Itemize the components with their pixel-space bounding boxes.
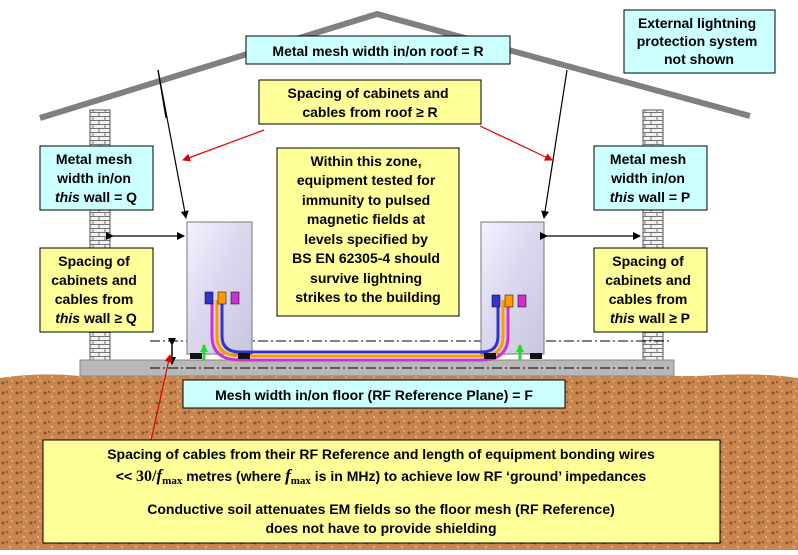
left-wall-spacing-box: [39, 247, 154, 333]
roof-spacing-label: Spacing of cabinets and cables from roof…: [288, 85, 453, 120]
spacing-arrows: [106, 69, 641, 240]
cabinet-feet: [190, 353, 542, 359]
right-cabinet: [480, 221, 545, 355]
roof-mesh-label: Metal mesh width in/on roof = R: [272, 43, 483, 59]
floor-mesh-box: [182, 379, 566, 409]
bottom-note-line1: Spacing of cables from their RF Referenc…: [107, 446, 655, 462]
bottom-note-box: [42, 439, 721, 544]
left-wall-mesh-label: Metal mesh width in/on this wall = Q: [55, 151, 137, 205]
right-wall-mesh-box: [593, 145, 708, 211]
external-lps-box: [623, 9, 776, 74]
left-connectors: [204, 291, 240, 305]
floor-mesh-label: Mesh width in/on floor (RF Reference Pla…: [215, 387, 533, 403]
bottom-note-line3: Conductive soil attenuates EM fields so …: [147, 501, 615, 517]
zone-box: [276, 147, 460, 317]
bottom-note-line2: << 30/fmax metres (where fmax is in MHz)…: [116, 466, 647, 487]
cable-bundle: [210, 300, 510, 362]
roof: [39, 10, 751, 121]
bottom-note-line4: does not have to provide shielding: [265, 520, 496, 536]
zone-label: Within this zone, equipment tested for i…: [292, 153, 444, 305]
roof-spacing-arrows: [149, 125, 553, 446]
right-wall-spacing-box: [593, 247, 708, 333]
right-wall-spacing-label: Spacing of cabinets and cables from this…: [605, 253, 694, 326]
left-cabinet: [186, 221, 253, 355]
roof-spacing-box: [258, 79, 482, 125]
left-wall-spacing-label: Spacing of cabinets and cables from this…: [51, 253, 140, 326]
left-wall-mesh-box: [39, 145, 154, 211]
external-lps-label: External lightning protection system not…: [637, 15, 761, 67]
right-connectors: [491, 294, 527, 308]
right-wall-mesh-label: Metal mesh width in/on this wall = P: [610, 151, 691, 205]
roof-mesh-box: [245, 35, 511, 65]
